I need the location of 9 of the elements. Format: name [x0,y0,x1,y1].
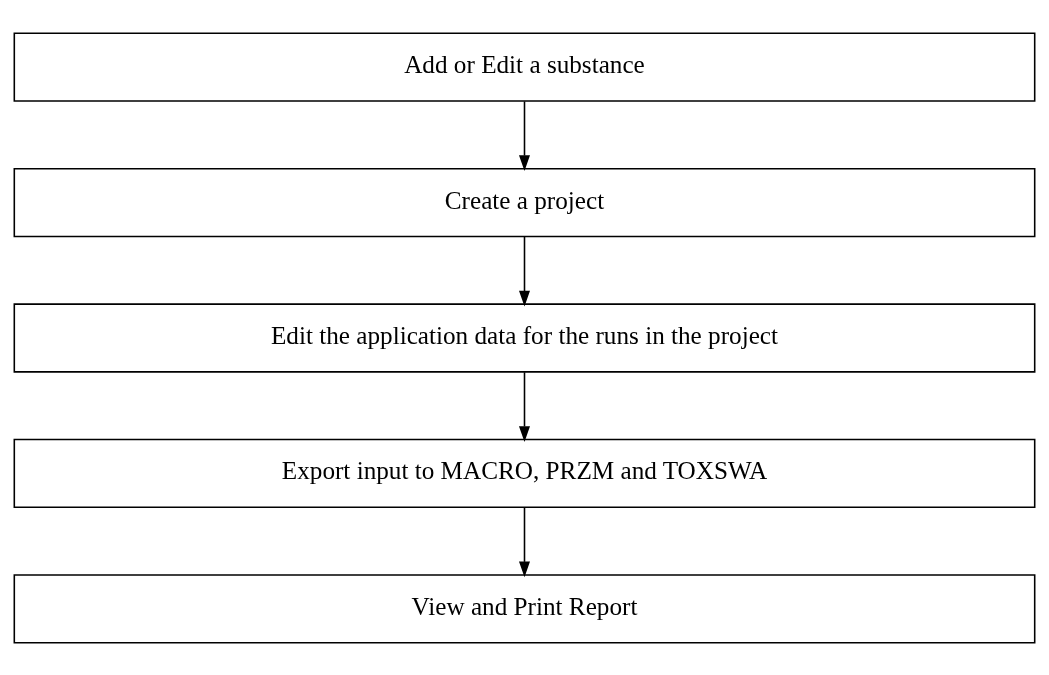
node-box: Create a project [13,167,1036,237]
arrow [519,100,530,171]
arrow [519,235,530,306]
arrow [519,506,530,577]
node-box: Add or Edit a substance [13,32,1036,102]
arrow [519,371,530,442]
node-box: Export input to MACRO, PRZM and TOXSWA [13,438,1036,508]
node-box: View and Print Report [13,573,1036,643]
node-box: Edit the application data for the runs in the project [13,302,1036,373]
